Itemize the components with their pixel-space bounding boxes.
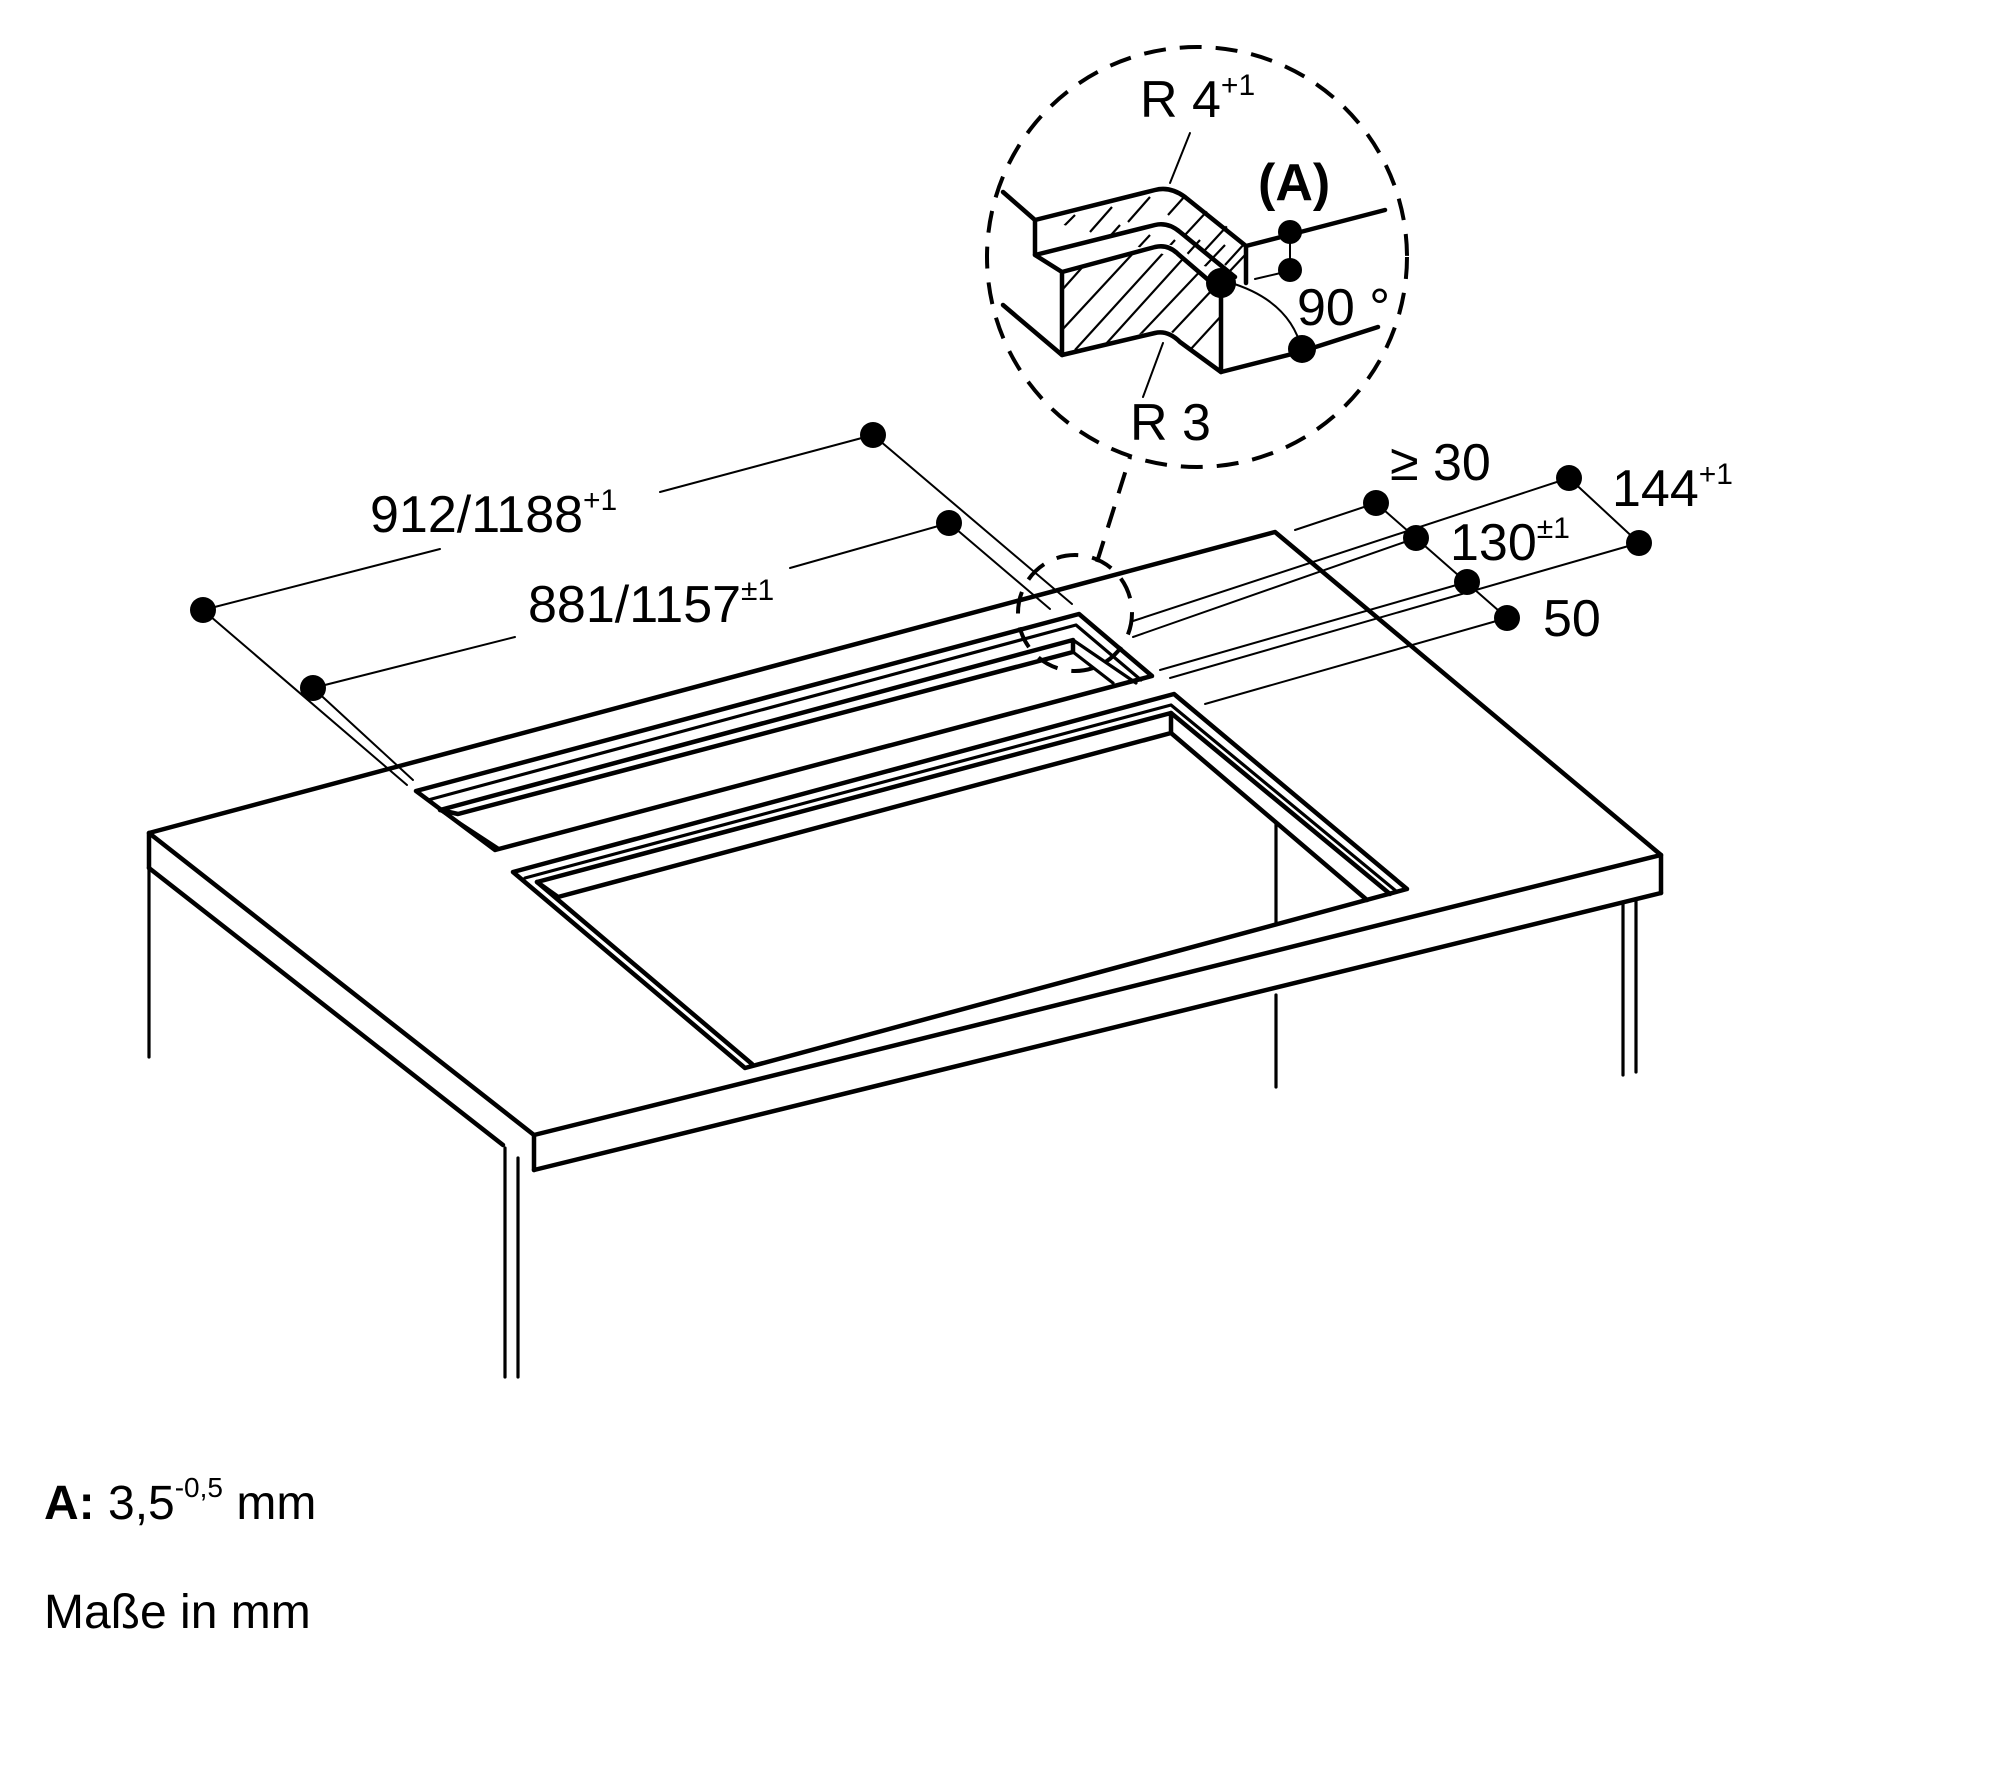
detail-marker-circle [1016, 553, 1134, 673]
detail-r3-label: R 3 [1130, 394, 1211, 452]
note-units: Maße in mm [44, 1586, 311, 1639]
dimension-slot-length: 881/1157±1 [300, 510, 1051, 781]
cooktop-cutout [510, 691, 1410, 1071]
dim-130-label: 130±1 [1450, 512, 1570, 572]
dimension-depth-stack: ≥ 30 130±1 50 144+1 [1132, 434, 1733, 705]
vent-slot-cutout [413, 611, 1155, 853]
dimension-overall-length: 912/1188+1 [190, 422, 1073, 786]
detail-a-label: (A) [1258, 154, 1330, 212]
note-a-tolerance: -0,5 [174, 1472, 223, 1503]
note-a-label: A: [44, 1477, 95, 1530]
note-dimension-a: A: 3,5-0,5 mm [44, 1472, 316, 1531]
detail-leader-line [1095, 456, 1132, 563]
cabinet-legs [147, 821, 1638, 1379]
countertop [146, 529, 1664, 1173]
detail-magnified-circle [985, 45, 1409, 469]
detail-callout [985, 45, 1409, 673]
note-a-value: 3,5 [108, 1477, 175, 1530]
detail-angle-label: 90 ° [1297, 279, 1390, 337]
detail-r4-label: R 4+1 [1140, 69, 1255, 129]
dim-144-label: 144+1 [1612, 458, 1733, 518]
edge-profile-section: R 4+1 R 3 (A) 90 ° [1000, 69, 1390, 452]
dim-912-1188-label: 912/1188+1 [370, 484, 617, 544]
note-a-unit: mm [236, 1477, 317, 1530]
dim-min-30-label: ≥ 30 [1390, 434, 1491, 492]
dim-50-label: 50 [1543, 590, 1601, 648]
dim-881-1157-label: 881/1157±1 [528, 574, 774, 634]
